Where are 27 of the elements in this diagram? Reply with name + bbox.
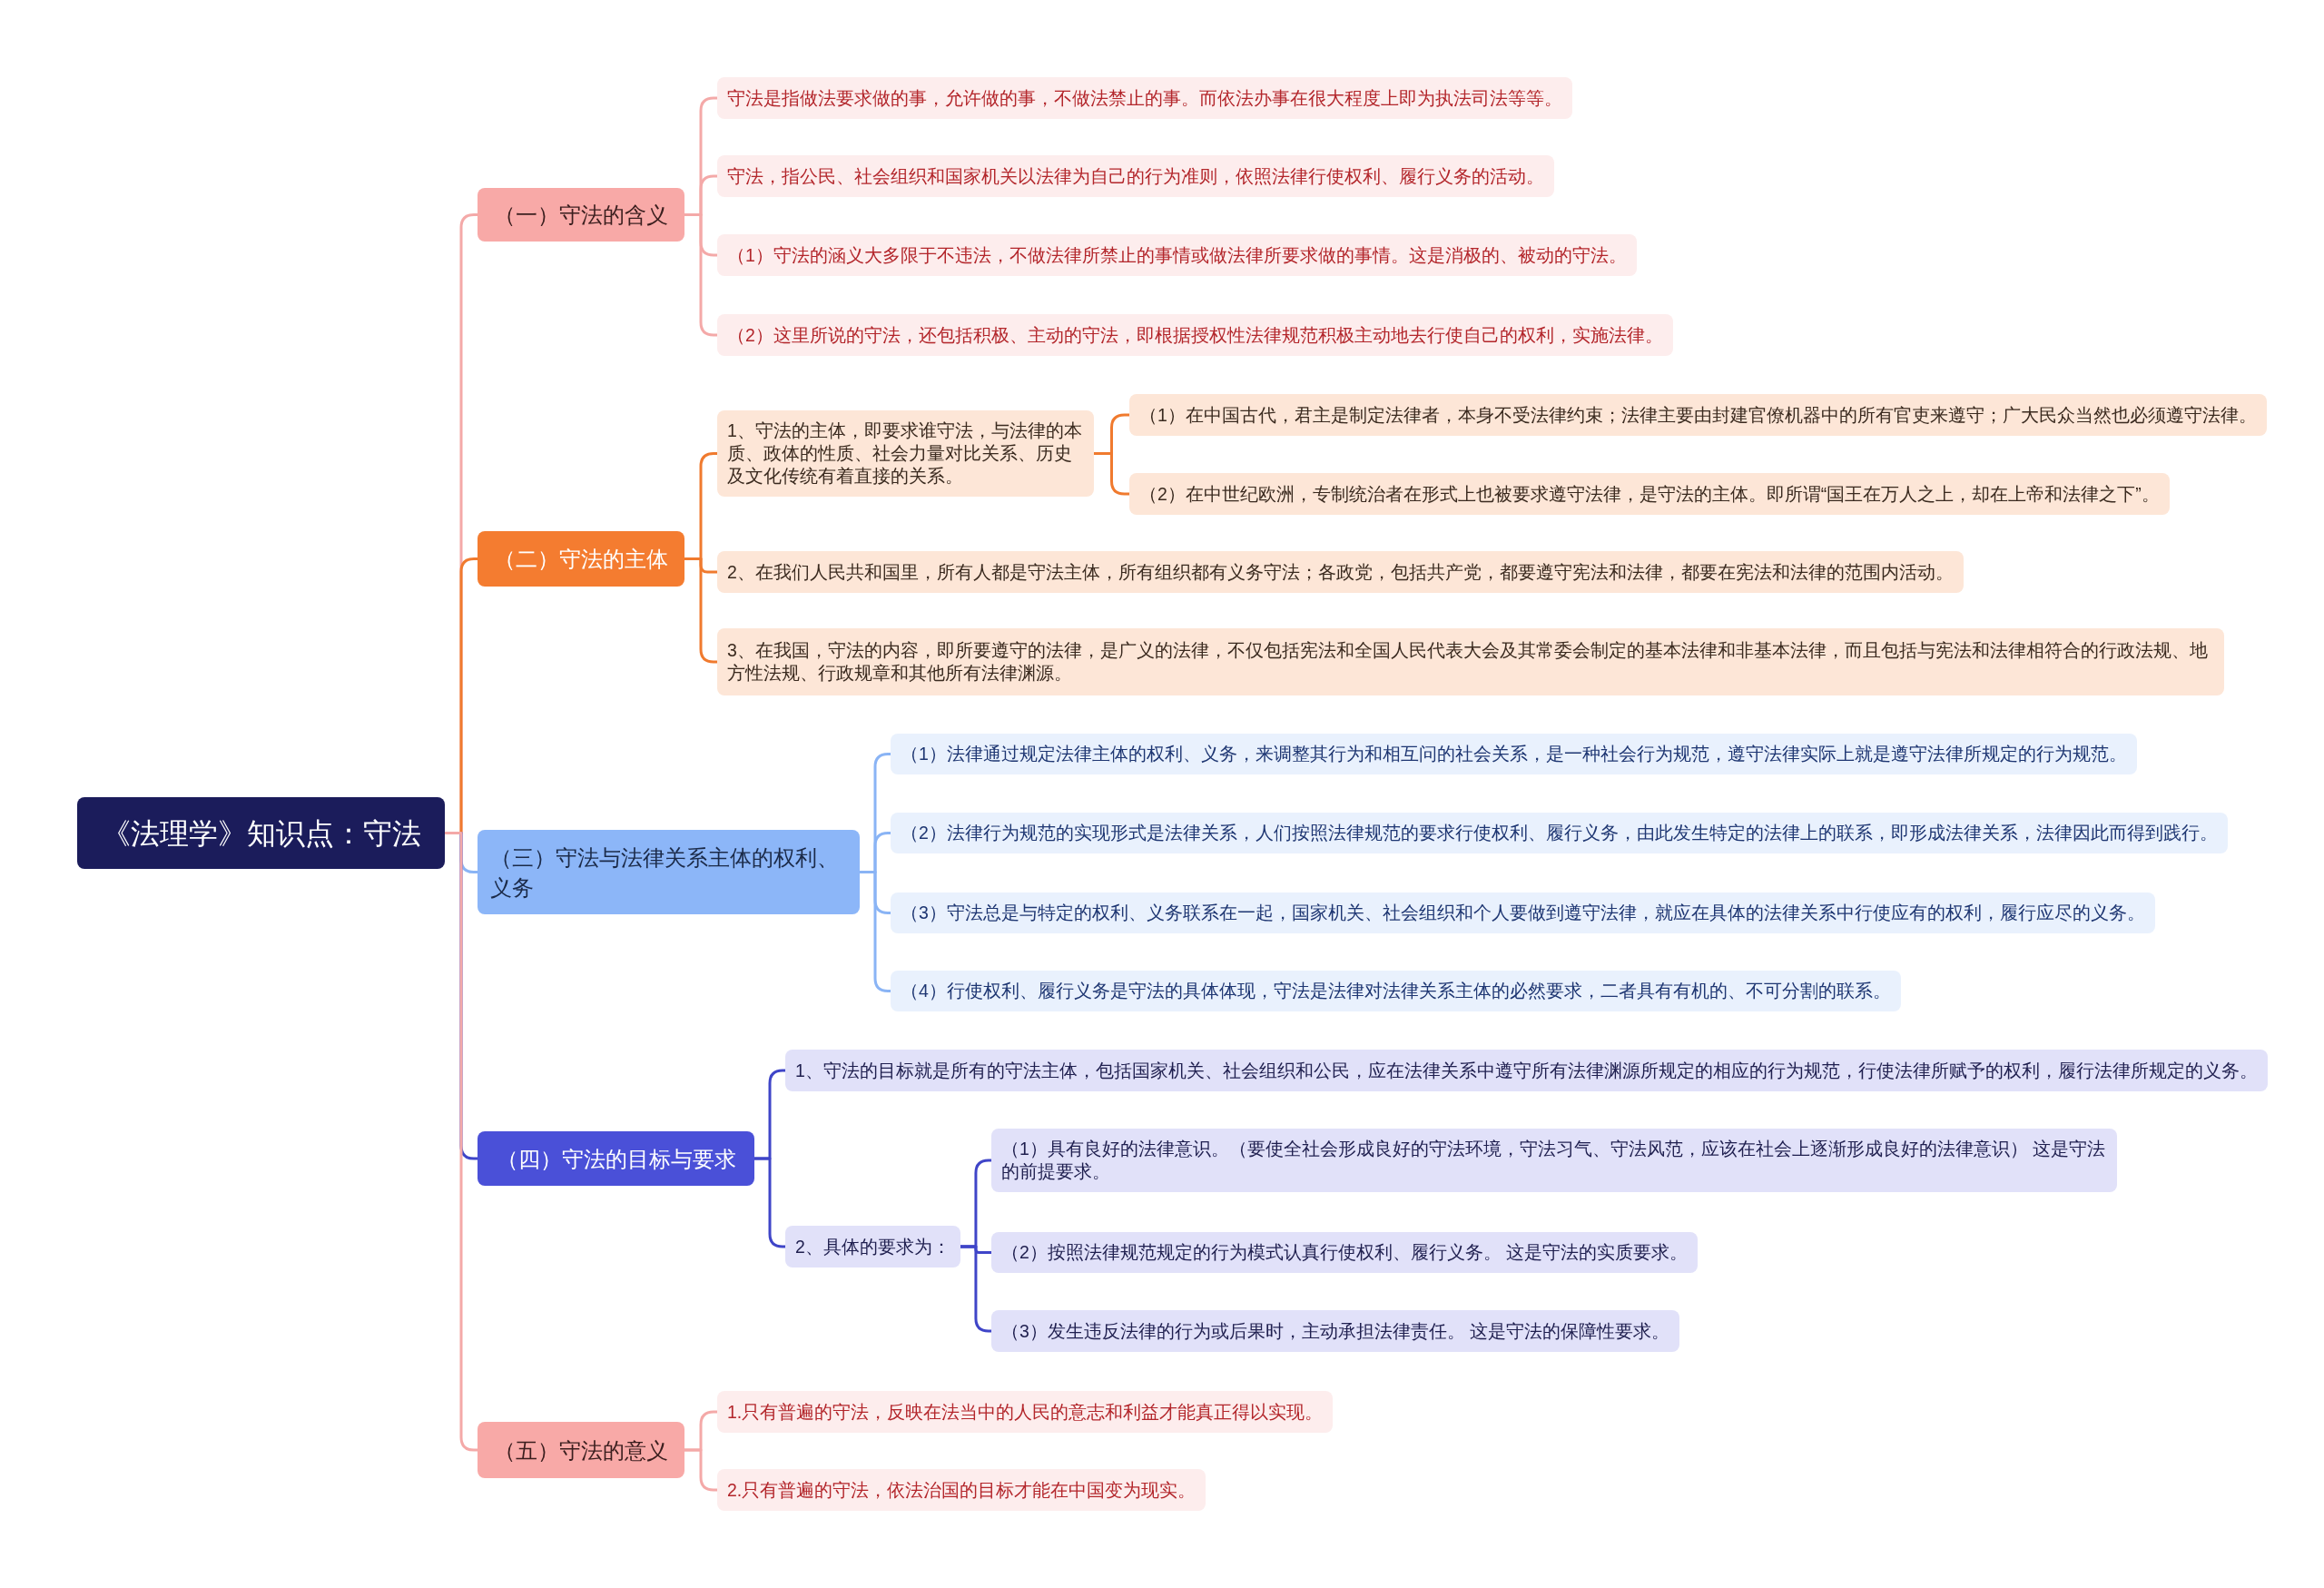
connector-line [684,1448,717,1492]
note-box: 2、在我们人民共和国里，所有人都是守法主体，所有组织都有义务守法；各政党，包括共产党，都要遵守宪法和法律，都要在宪法和法律的范围内活动。 [717,551,1964,593]
note-box: （1）守法的涵义大多限于不违法，不做法律所禁止的事情或做法律所要求做的事情。这是消极的、被动的守法。 [717,234,1637,276]
note-box: 2、具体的要求为： [785,1226,960,1267]
note-box: 3、在我国，守法的内容，即所要遵守的法律，是广义的法律，不仅包括宪法和全国人民代表大会及其常委会制定的基本法律和非基本法律，而且包括与宪法和法律相符合的行政法规、地方性法规、行政规章和其他所有法律渊源。 [717,628,2224,695]
note-box: （1）在中国古代，君主是制定法律者，本身不受法律约束；法律主要由封建官僚机器中的所有官吏来遵守；广大民众当然也必须遵守法律。 [1129,394,2267,436]
note-box: （2）法律行为规范的实现形式是法律关系，人们按照法律规范的要求行使权利、履行义务，由此发生特定的法律上的联系，即形成法律关系，法律因此而得到践行。 [891,813,2228,853]
note-box: （2）这里所说的守法，还包括积极、主动的守法，即根据授权性法律规范积极主动地去行使自己的权利，实施法律。 [717,314,1673,356]
note-box: 2.只有普遍的守法，依法治国的目标才能在中国变为现实。 [717,1469,1206,1511]
note-box: （2）在中世纪欧洲，专制统治者在形式上也被要求遵守法律，是守法的主体。即所谓“国王在万人之上，却在上帝和法律之下”。 [1129,473,2170,515]
topic-box: （一）守法的含义 [478,188,684,242]
note-box: 1.只有普遍的守法，反映在法当中的人民的意志和利益才能真正得以实现。 [717,1391,1334,1433]
topic-box: （二）守法的主体 [478,531,684,587]
note-box: 守法是指做法要求做的事，允许做的事，不做法禁止的事。而依法办事在很大程度上即为执法司法等等。 [717,77,1572,119]
topic-box: （五）守法的意义 [478,1422,684,1478]
note-box: （1）具有良好的法律意识。（要使全社会形成良好的守法环境，守法习气、守法风范，应该在社会上逐渐形成良好的法律意识） 这是守法的前提要求。 [991,1129,2117,1192]
note-box: 1、守法的主体，即要求谁守法，与法律的本质、政体的性质、社会力量对比关系、历史及文化传统有着直接的关系。 [717,410,1094,497]
central-topic-box: 《法理学》知识点：守法 [77,797,445,869]
topic-box: （四）守法的目标与要求 [478,1131,754,1186]
note-box: （3）守法总是与特定的权利、义务联系在一起，国家机关、社会组织和个人要做到遵守法律，就应在具体的法律关系中行使应有的权利，履行应尽的义务。 [891,893,2155,933]
note-box: （2）按照法律规范规定的行为模式认真行使权利、履行义务。 这是守法的实质要求。 [991,1232,1699,1273]
note-box: （1）法律通过规定法律主体的权利、义务，来调整其行为和相互问的社会关系，是一种社会行为规范，遵守法律实际上就是遵守法律所规定的行为规范。 [891,734,2137,774]
note-box: 1、守法的目标就是所有的守法主体，包括国家机关、社会组织和公民，应在法律关系中遵守所有法律渊源所规定的相应的行为规范，行使法律所赋予的权利，履行法律所规定的义务。 [785,1050,2268,1091]
note-box: 守法，指公民、社会组织和国家机关以法律为自己的行为准则，依照法律行使权利、履行义务的活动。 [717,155,1554,197]
note-box: （4）行使权利、履行义务是守法的具体体现，守法是法律对法律关系主体的必然要求，二者具有有机的、不可分割的联系。 [891,971,1901,1011]
topic-box: （三）守法与法律关系主体的权利、义务 [478,830,860,914]
note-box: （3）发生违反法律的行为或后果时，主动承担法律责任。 这是守法的保障性要求。 [991,1310,1680,1352]
